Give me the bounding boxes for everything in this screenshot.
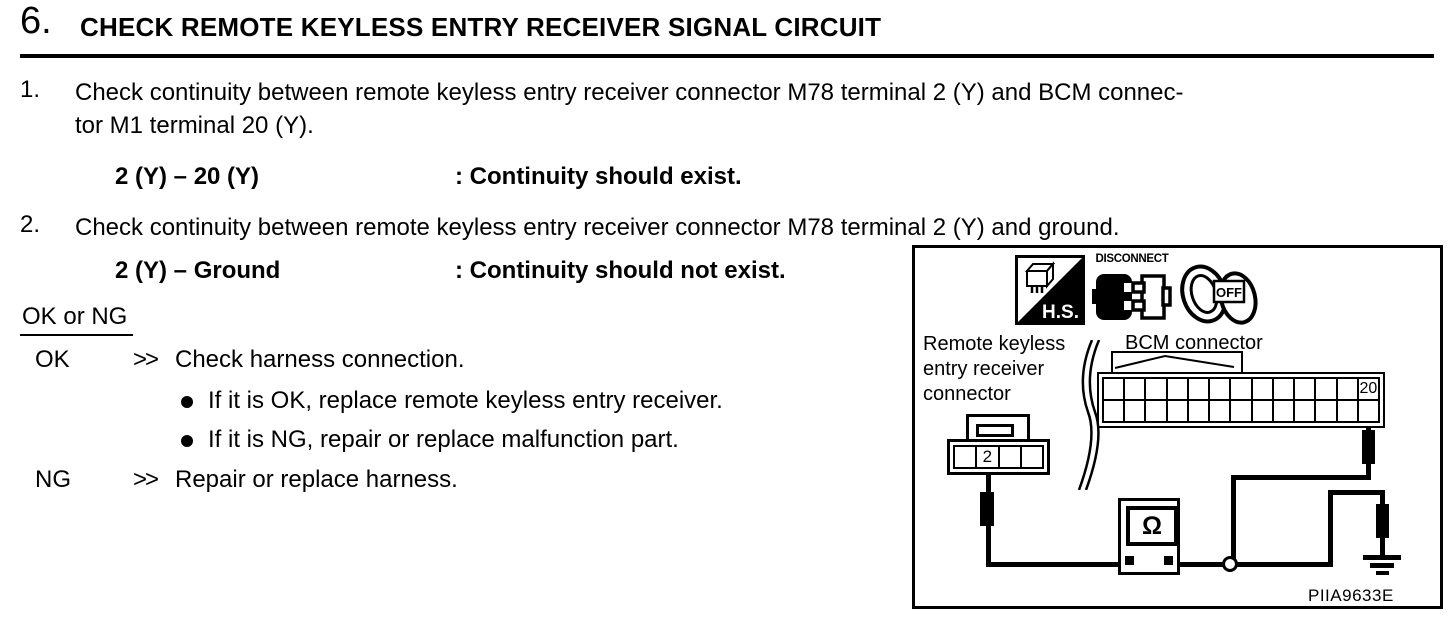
disconnect-connector-icon bbox=[1092, 274, 1172, 320]
bullet-dot bbox=[181, 435, 193, 447]
ok-or-ng-heading: OK or NG bbox=[20, 303, 134, 336]
ohmmeter-display: Ω bbox=[1126, 506, 1178, 546]
result-ng-label: NG bbox=[35, 466, 71, 493]
bcm-tab-latch-line bbox=[1114, 354, 1235, 369]
label-line-1: Remote keyless bbox=[923, 333, 1066, 355]
bcm-grid-row-1: 20 bbox=[1104, 379, 1378, 399]
header-rule bbox=[20, 54, 1434, 58]
spec-1-terminals: 2 (Y) – 20 (Y) bbox=[115, 163, 260, 190]
step-1-text: Check continuity between remote keyless … bbox=[75, 76, 1184, 142]
wire-junction-node bbox=[1222, 556, 1238, 572]
step-1-line-1: Check continuity between remote keyless … bbox=[75, 79, 1184, 106]
wire-segment bbox=[1231, 475, 1236, 559]
keyless-connector-latch bbox=[976, 424, 1014, 437]
harness-break-line bbox=[1077, 340, 1101, 490]
step-2-text: Check continuity between remote keyless … bbox=[75, 211, 1120, 244]
wire-segment bbox=[1328, 490, 1385, 495]
ground-symbol-bar-2 bbox=[1370, 563, 1394, 568]
ignition-key-off-icon: OFF bbox=[1180, 264, 1258, 325]
key-off-label: OFF bbox=[1216, 285, 1242, 300]
result-ng-action: Repair or replace harness. bbox=[175, 466, 458, 493]
ohmmeter: Ω bbox=[1118, 498, 1180, 575]
result-ok-label: OK bbox=[35, 346, 70, 373]
spec-2-terminals: 2 (Y) – Ground bbox=[115, 257, 281, 284]
result-ok-bullet-1: If it is OK, replace remote keyless entr… bbox=[208, 387, 723, 414]
remote-keyless-connector-label: Remote keyless entry receiver connector bbox=[923, 332, 1065, 407]
section-title: CHECK REMOTE KEYLESS ENTRY RECEIVER SIGN… bbox=[80, 12, 882, 42]
wire-segment bbox=[1231, 475, 1371, 480]
disconnect-icon-label: DISCONNECT bbox=[1095, 253, 1169, 265]
ohm-symbol: Ω bbox=[1141, 511, 1163, 540]
wire-segment bbox=[986, 562, 1123, 567]
probe-sleeve-ground bbox=[1376, 504, 1389, 538]
bcm-connector-label: BCM connector bbox=[1125, 332, 1263, 354]
step-2-line-1: Check continuity between remote keyless … bbox=[75, 214, 1120, 241]
figure-id: PIIA9633E bbox=[1308, 586, 1394, 605]
keyless-terminal-2-cell: 2 bbox=[975, 447, 997, 467]
wire-segment bbox=[986, 524, 991, 567]
result-ok-bullet-2: If it is NG, repair or replace malfuncti… bbox=[208, 426, 679, 453]
label-line-3: connector bbox=[923, 383, 1011, 405]
wire-segment bbox=[1177, 562, 1227, 567]
probe-sleeve-terminal-20 bbox=[1362, 430, 1375, 464]
keyless-terminal-grid: 2 bbox=[953, 445, 1044, 469]
ohmmeter-lead-right bbox=[1164, 556, 1173, 565]
bcm-grid-row-2 bbox=[1104, 399, 1378, 421]
spec-2-result: : Continuity should not exist. bbox=[455, 257, 786, 284]
section-number: 6. bbox=[20, 0, 52, 42]
bcm-terminal-grid: 20 bbox=[1102, 377, 1380, 423]
result-ng-arrow: >> bbox=[133, 466, 159, 493]
wire-segment bbox=[1328, 490, 1333, 567]
label-line-2: entry receiver bbox=[923, 358, 1045, 380]
keyless-connector-body: 2 bbox=[947, 439, 1050, 475]
spec-1-result: : Continuity should exist. bbox=[455, 163, 742, 190]
wire-segment bbox=[1235, 562, 1332, 567]
result-ok-arrow: >> bbox=[133, 346, 159, 373]
step-1-line-2: tor M1 terminal 20 (Y). bbox=[75, 112, 314, 139]
ground-symbol-bar-3 bbox=[1376, 571, 1389, 575]
step-2-number: 2. bbox=[20, 211, 41, 238]
hs-icon-label: H.S. bbox=[1042, 302, 1079, 323]
bullet-dot bbox=[181, 396, 193, 408]
ground-symbol-bar-1 bbox=[1363, 555, 1401, 560]
wire-segment bbox=[986, 473, 991, 495]
hs-test-connector-icon: H.S. bbox=[1015, 255, 1085, 325]
bcm-connector-body: 20 bbox=[1097, 372, 1385, 428]
bcm-terminal-20-cell: 20 bbox=[1356, 379, 1378, 399]
ohmmeter-lead-left bbox=[1125, 556, 1134, 565]
probe-sleeve-terminal-2 bbox=[980, 492, 994, 526]
test-diagram-panel: H.S. DISCONNECT OFF Remote key bbox=[912, 245, 1443, 609]
step-1-number: 1. bbox=[20, 76, 41, 103]
result-ok-action: Check harness connection. bbox=[175, 346, 465, 373]
